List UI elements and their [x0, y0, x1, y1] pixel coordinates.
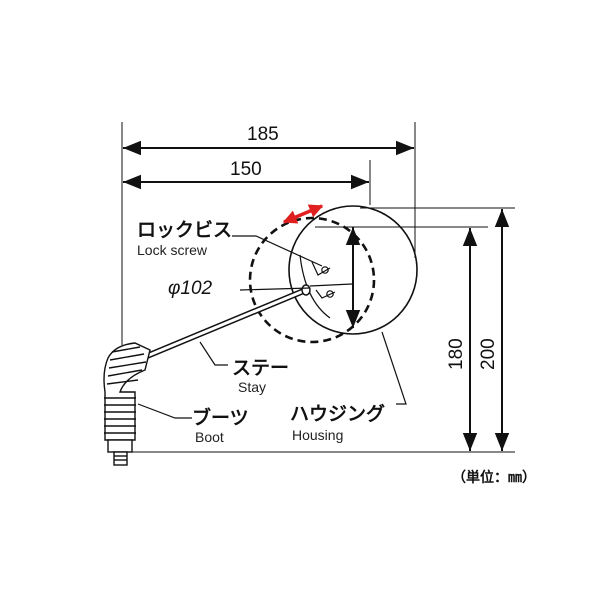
housing-back-curve: [299, 254, 331, 319]
dim-185-label: 185: [247, 124, 279, 145]
boot-label-jp: ブーツ: [192, 406, 249, 429]
dim-200-label: 200: [478, 338, 499, 370]
adjust-direction-arrow: [282, 204, 324, 224]
lock-screw-icon: [309, 261, 353, 299]
housing-label-en: Housing: [292, 427, 343, 443]
diameter-label: φ102: [168, 278, 213, 299]
leader-lines: [137, 235, 407, 419]
unit-note: （単位：㎜）: [452, 469, 536, 486]
lock-screw-label-en: Lock screw: [137, 242, 208, 258]
mirror-housing-rear-dashed: [248, 216, 376, 344]
stay-label-en: Stay: [238, 379, 266, 395]
mirror-housing: [288, 205, 418, 335]
stay-label-jp: ステー: [232, 357, 289, 379]
dim-150-label: 150: [230, 159, 262, 180]
dim-180-label: 180: [446, 338, 467, 370]
lock-screw-label-jp: ロックビス: [137, 219, 232, 241]
boot-label-en: Boot: [195, 429, 224, 445]
rubber-boot: [103, 342, 151, 466]
housing-label-jp: ハウジング: [290, 402, 385, 425]
